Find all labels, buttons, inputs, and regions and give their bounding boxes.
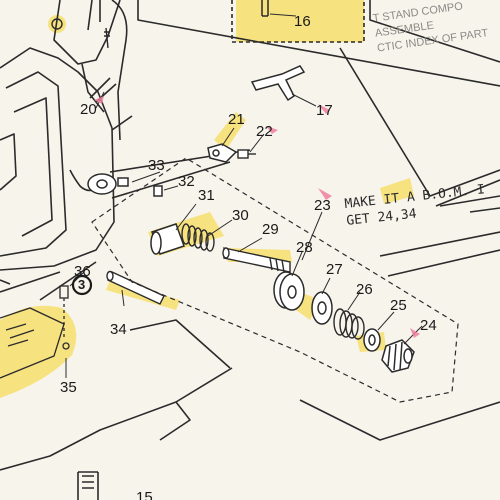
part-label-15: 15	[136, 489, 153, 500]
shaft-flange	[87, 173, 129, 195]
part-label-16: 16	[294, 13, 311, 30]
part-label-21: 21	[228, 111, 245, 128]
lever-17	[250, 65, 306, 102]
screw-16	[261, 0, 269, 17]
stud-29	[222, 247, 291, 273]
tension-nut-24	[381, 339, 415, 373]
highlight-plate-35	[0, 305, 77, 398]
part-label-25: 25	[390, 297, 407, 314]
part-label-35: 35	[60, 379, 77, 396]
part-label-17: 17	[316, 102, 333, 119]
screw-36	[59, 285, 69, 340]
part-label-24: 24	[420, 317, 437, 334]
circled-marker-ring	[71, 274, 93, 296]
disc-27	[311, 291, 333, 325]
part-label-34: 34	[110, 321, 127, 338]
part-label-36: 36	[74, 263, 91, 280]
spring-30	[181, 223, 215, 252]
bracket-21	[207, 143, 238, 163]
leader-lines	[65, 13, 423, 378]
set-screw-32	[153, 185, 163, 197]
circled-marker-number: 3	[78, 277, 86, 292]
part-label-32: 32	[178, 173, 195, 190]
part-label-22: 22	[256, 123, 273, 140]
highlight-note	[380, 178, 414, 204]
part-label-29: 29	[262, 221, 279, 238]
set-screw-33	[117, 177, 129, 187]
collar-31	[150, 185, 185, 255]
part-label-26: 26	[356, 281, 373, 298]
highlight-part-21	[214, 112, 246, 150]
disc-28	[273, 271, 305, 311]
part-label-33: 33	[148, 157, 165, 174]
part-label-20: 20	[80, 101, 97, 118]
part-label-28: 28	[296, 239, 313, 256]
assembly-boundary	[91, 157, 459, 403]
highlight-box-16	[236, 0, 364, 42]
screw-22	[237, 149, 256, 159]
part-label-30: 30	[232, 207, 249, 224]
screw-20	[51, 18, 110, 49]
part-label-23: 23	[314, 197, 331, 214]
spring-26	[333, 308, 365, 340]
part-label-27: 27	[326, 261, 343, 278]
box-16	[231, 0, 365, 43]
part-label-31: 31	[198, 187, 215, 204]
pink-ticks	[94, 96, 420, 338]
washer-25	[363, 328, 381, 352]
